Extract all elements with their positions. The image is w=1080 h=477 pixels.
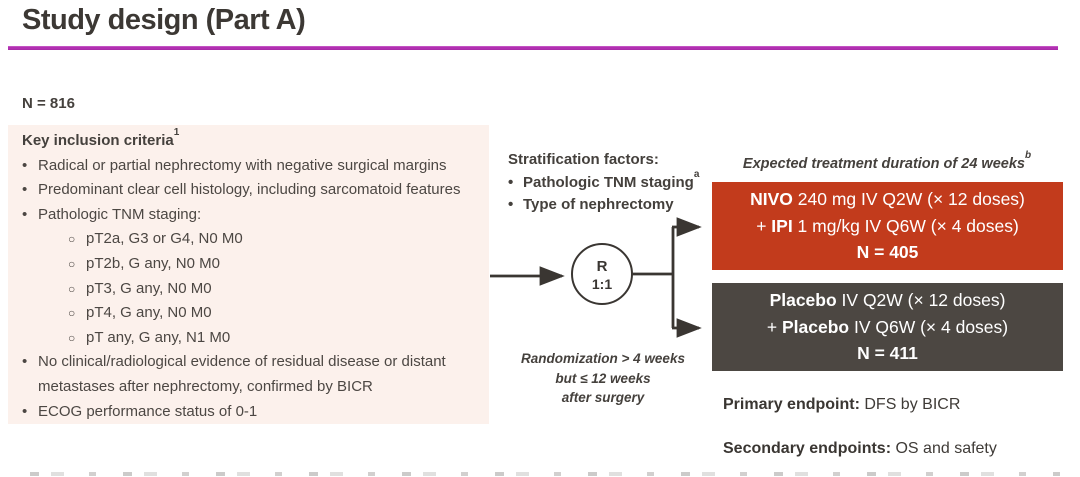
tnm-stage-item: ○ pT3, G any, N0 M0 — [22, 277, 481, 302]
circle-bullet-icon: ○ — [68, 256, 76, 271]
primary-endpoint-label: Primary endpoint: — [723, 396, 860, 413]
placebo-q2w-line: Placebo IV Q2W (× 12 doses) — [770, 287, 1006, 314]
stratification-item-text: Type of nephrectomy — [523, 196, 674, 213]
secondary-endpoints-value: OS and safety — [895, 440, 997, 457]
inclusion-bullet-nephrectomy: • Radical or partial nephrectomy with ne… — [22, 154, 481, 179]
inclusion-bullet-histology: • Predominant clear cell histology, incl… — [22, 178, 481, 203]
stratification-item-nephrectomy-type: • Type of nephrectomy — [508, 194, 728, 217]
timing-line-2: but ≤ 12 weeks — [555, 370, 651, 386]
bullet-dot-icon: • — [22, 353, 28, 371]
bullet-dot-icon: • — [22, 205, 28, 223]
ipi-dose-line: + IPI 1 mg/kg IV Q6W (× 4 doses) — [756, 213, 1019, 240]
circle-bullet-icon: ○ — [68, 232, 76, 247]
tnm-stage-item: ○ pT2b, G any, N0 M0 — [22, 252, 481, 277]
bullet-text: Predominant clear cell histology, includ… — [38, 181, 461, 199]
stratification-item-tnm: • Pathologic TNM staginga — [508, 168, 728, 195]
placebo-arm-n: N = 411 — [857, 343, 918, 364]
nivo-ipi-arm-box: NIVO 240 mg IV Q2W (× 12 doses) + IPI 1 … — [712, 182, 1063, 270]
primary-endpoint: Primary endpoint: DFS by BICR — [723, 396, 960, 414]
drug-name-nivo: NIVO — [750, 189, 793, 210]
tnm-stage-item: ○ pT any, G any, N1 M0 — [22, 326, 481, 351]
dose-text: IV Q6W (× 4 doses) — [849, 316, 1009, 337]
timing-line-1: Randomization > 4 weeks — [521, 351, 685, 366]
tnm-stage-item: ○ pT2a, G3 or G4, N0 M0 — [22, 227, 481, 252]
stage-text: pT any, G any, N1 M0 — [86, 328, 231, 346]
footnote-ref-1: 1 — [173, 127, 180, 138]
randomization-flow-diagram: R 1:1 — [490, 217, 702, 338]
secondary-endpoints: Secondary endpoints: OS and safety — [723, 440, 997, 458]
inclusion-heading-text: Key inclusion criteria — [22, 132, 174, 149]
plus-sign: + — [766, 316, 782, 337]
footnote-ref-a: a — [693, 168, 700, 180]
treatment-duration-note: Expected treatment duration of 24 weeksb — [700, 151, 1074, 172]
inclusion-bullet-tnm-staging: • Pathologic TNM staging: — [22, 203, 481, 228]
nivo-dose-line: NIVO 240 mg IV Q2W (× 12 doses) — [750, 186, 1025, 213]
timing-line-3: after surgery — [561, 390, 645, 405]
circle-bullet-icon: ○ — [68, 330, 76, 345]
secondary-endpoints-label: Secondary endpoints: — [723, 440, 892, 457]
footnote-ref-b: b — [1024, 150, 1032, 162]
title-underline — [8, 46, 1058, 50]
placebo-arm-box: Placebo IV Q2W (× 12 doses) + Placebo IV… — [712, 283, 1063, 371]
bullet-text: No clinical/radiological evidence of res… — [38, 353, 446, 395]
inclusion-bullet-ecog: • ECOG performance status of 0-1 — [22, 400, 481, 425]
tnm-stage-item: ○ pT4, G any, N0 M0 — [22, 301, 481, 326]
stage-text: pT4, G any, N0 M0 — [86, 304, 212, 322]
stratification-factors-block: Stratification factors: • Pathologic TNM… — [508, 149, 728, 217]
cropped-text-line — [30, 472, 1060, 476]
stratification-heading: Stratification factors: — [508, 151, 659, 168]
drug-name-placebo: Placebo — [769, 290, 837, 311]
inclusion-bullet-no-residual-disease: • No clinical/radiological evidence of r… — [22, 350, 481, 399]
randomizer-circle — [571, 243, 633, 305]
total-enrollment-label: N = 816 — [22, 95, 75, 112]
randomizer-ratio: 1:1 — [592, 276, 612, 292]
bullet-text: Pathologic TNM staging: — [38, 205, 202, 223]
dose-text: 240 mg IV Q2W (× 12 doses) — [792, 189, 1025, 210]
duration-text: Expected treatment duration of 24 weeks — [742, 156, 1025, 172]
nivo-arm-n: N = 405 — [856, 242, 919, 263]
dose-text: IV Q2W (× 12 doses) — [836, 290, 1006, 311]
circle-bullet-icon: ○ — [68, 281, 76, 296]
bullet-dot-icon: • — [22, 181, 28, 199]
stage-text: pT2b, G any, N0 M0 — [86, 254, 220, 272]
stage-text: pT3, G any, N0 M0 — [86, 279, 212, 297]
placebo-q6w-line: + Placebo IV Q6W (× 4 doses) — [767, 314, 1008, 341]
primary-endpoint-value: DFS by BICR — [864, 396, 961, 413]
circle-bullet-icon: ○ — [68, 306, 76, 321]
bullet-dot-icon: • — [508, 196, 514, 213]
randomization-timing-note: Randomization > 4 weeks but ≤ 12 weeks a… — [500, 349, 706, 408]
dose-text: 1 mg/kg IV Q6W (× 4 doses) — [792, 215, 1019, 236]
drug-name-ipi: IPI — [771, 215, 793, 236]
bullet-dot-icon: • — [22, 156, 28, 174]
stratification-item-text: Pathologic TNM staging — [523, 173, 694, 191]
stage-text: pT2a, G3 or G4, N0 M0 — [86, 230, 243, 248]
inclusion-heading: Key inclusion criteria1 — [22, 127, 481, 154]
page-title: Study design (Part A) — [22, 4, 306, 36]
bullet-dot-icon: • — [22, 402, 28, 420]
drug-name-placebo: Placebo — [781, 316, 850, 337]
bullet-text: Radical or partial nephrectomy with nega… — [38, 156, 447, 174]
bullet-dot-icon: • — [508, 173, 514, 191]
randomizer-letter: R — [597, 258, 608, 275]
inclusion-criteria-panel: Key inclusion criteria1 • Radical or par… — [8, 125, 489, 424]
plus-sign: + — [756, 215, 772, 236]
bullet-text: ECOG performance status of 0-1 — [38, 402, 258, 420]
